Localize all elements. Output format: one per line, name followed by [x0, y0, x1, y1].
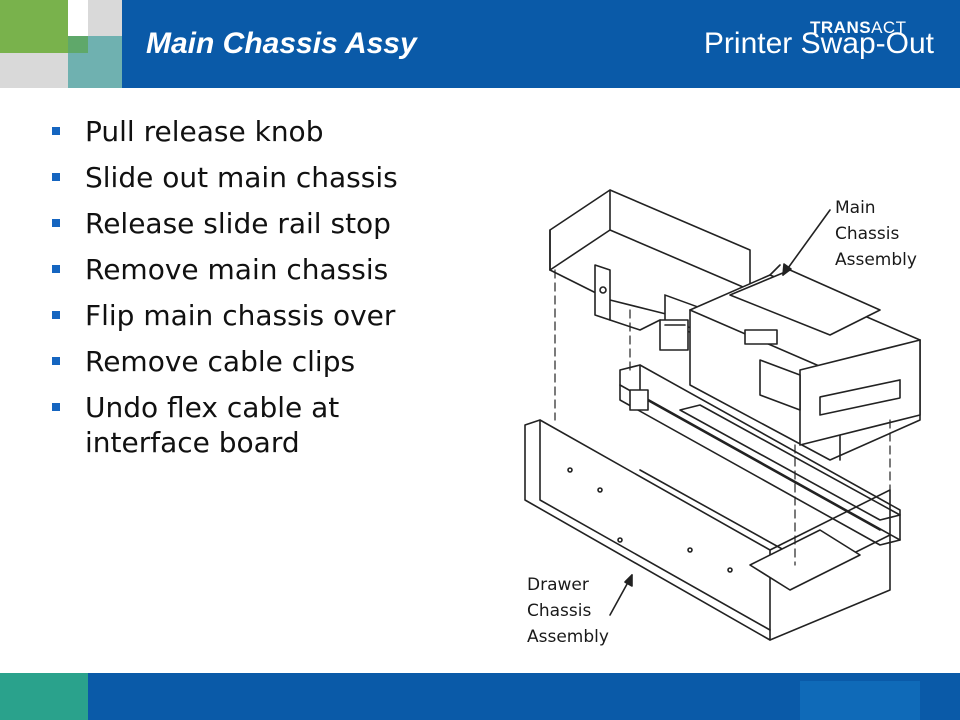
transact-logo: TRANSACT — [810, 18, 907, 37]
bullet-item: Flip main chassis over — [48, 298, 468, 333]
footer-accent-block — [0, 673, 88, 720]
square-bullet-icon — [52, 357, 60, 365]
brand-box — [800, 681, 920, 720]
callout-arrows — [609, 209, 831, 616]
grey-square-lower — [0, 53, 68, 88]
slide-header: Main Chassis Assy Printer Swap-Out — [0, 0, 960, 88]
square-bullet-icon — [52, 311, 60, 319]
main-chassis-callout: Main Chassis Assembly — [835, 198, 917, 270]
bullet-item: Pull release knob — [48, 114, 468, 149]
decorative-squares — [0, 0, 122, 88]
slide-section-title: Printer Swap-Out — [703, 27, 934, 60]
drawer-chassis-drawing — [524, 419, 891, 641]
green-teal-overlap-square — [68, 36, 88, 53]
slide-title: Main Chassis Assy — [146, 27, 417, 60]
bullet-item: Remove cable clips — [48, 344, 468, 379]
square-bullet-icon — [52, 219, 60, 227]
bullet-item: Remove main chassis — [48, 252, 468, 287]
bullet-item: Undo flex cable at interface board — [48, 390, 468, 460]
main-chassis-drawing — [659, 264, 921, 461]
grey-square — [88, 0, 122, 36]
slide-rails-drawing — [619, 364, 901, 546]
square-bullet-icon — [52, 265, 60, 273]
drawer-chassis-callout: Drawer Chassis Assembly — [527, 575, 609, 647]
bullet-item: Slide out main chassis — [48, 160, 468, 195]
white-square — [68, 0, 88, 36]
bullet-list: Pull release knob Slide out main chassis… — [48, 114, 468, 471]
slide-footer — [0, 673, 960, 720]
green-square — [0, 0, 68, 53]
square-bullet-icon — [52, 127, 60, 135]
alignment-dashed-lines — [554, 269, 891, 566]
chassis-assembly-drawing — [524, 189, 921, 641]
bullet-item: Release slide rail stop — [48, 206, 468, 241]
square-bullet-icon — [52, 403, 60, 411]
square-bullet-icon — [52, 173, 60, 181]
